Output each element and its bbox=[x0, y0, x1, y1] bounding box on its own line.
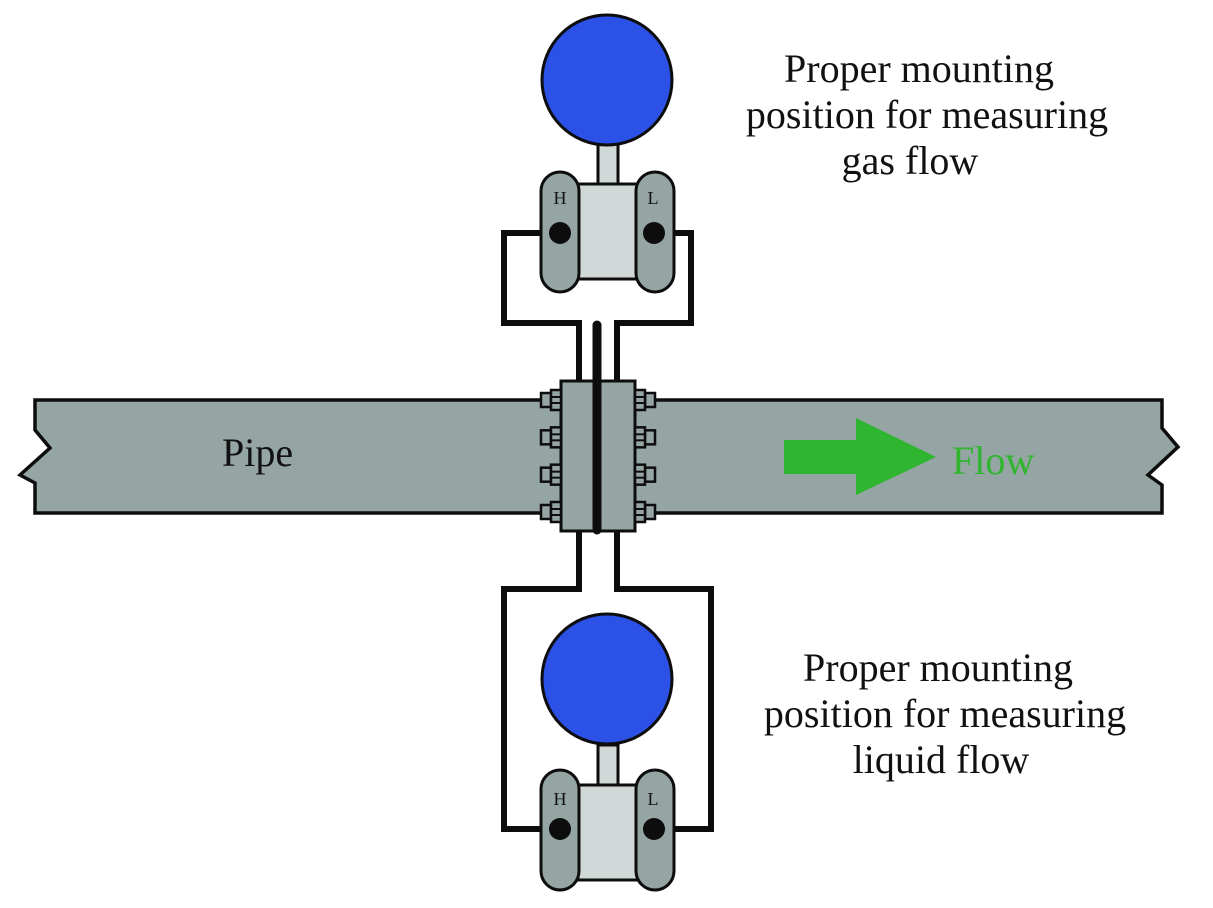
bolts-right bbox=[633, 388, 657, 524]
liquid-transmitter-head bbox=[540, 612, 674, 746]
gas-high-port bbox=[549, 222, 571, 244]
flow-label: Flow bbox=[952, 438, 1034, 483]
liquid-transmitter-neck bbox=[596, 743, 620, 792]
bolts-left bbox=[539, 388, 563, 524]
liquid-high-impulse-line bbox=[501, 528, 582, 832]
gas-transmitter-neck bbox=[596, 141, 620, 190]
liquid-low-impulse-line bbox=[614, 528, 714, 832]
liquid-high-port-label: H bbox=[554, 789, 567, 809]
liquid-high-port bbox=[549, 818, 571, 840]
gas-low-port-label: L bbox=[648, 188, 659, 208]
flange-bolt bbox=[633, 388, 657, 412]
flange-bolt bbox=[539, 426, 563, 449]
liquid-impulse-lines bbox=[501, 528, 714, 832]
liquid-caption-line-1: Proper mounting bbox=[803, 645, 1073, 690]
flange-bolt bbox=[539, 500, 563, 524]
flange-bolt bbox=[539, 463, 563, 486]
upstream-flange bbox=[559, 379, 599, 533]
liquid-transmitter-body bbox=[576, 783, 640, 882]
flange-bolt bbox=[633, 426, 657, 449]
flange-bolt bbox=[539, 388, 563, 412]
pipe-label: Pipe bbox=[222, 430, 293, 475]
liquid-caption-line-2: position for measuring bbox=[764, 691, 1126, 736]
liquid-low-port bbox=[643, 818, 665, 840]
flow-arrow-icon bbox=[784, 418, 936, 495]
gas-caption-line-2: position for measuring bbox=[746, 92, 1108, 137]
flange-bolt bbox=[633, 500, 657, 524]
liquid-caption: Proper mounting position for measuring l… bbox=[764, 645, 1136, 782]
liquid-low-port-label: L bbox=[648, 789, 659, 809]
gas-impulse-lines bbox=[501, 230, 694, 382]
gas-low-impulse-line bbox=[614, 230, 694, 382]
downstream-flange bbox=[595, 379, 637, 533]
gas-transmitter: H L bbox=[539, 13, 676, 294]
liquid-caption-line-3: liquid flow bbox=[853, 737, 1030, 782]
gas-high-port-label: H bbox=[554, 188, 567, 208]
gas-caption-line-1: Proper mounting bbox=[784, 46, 1054, 91]
liquid-transmitter: H L bbox=[539, 612, 676, 892]
flange-assembly bbox=[539, 320, 657, 535]
gas-caption: Proper mounting position for measuring g… bbox=[746, 46, 1118, 183]
gas-transmitter-head bbox=[540, 13, 674, 147]
gas-low-port bbox=[643, 222, 665, 244]
flange-bolt bbox=[633, 463, 657, 486]
gas-transmitter-body bbox=[576, 182, 640, 281]
gas-high-impulse-line bbox=[501, 230, 582, 382]
gas-caption-line-3: gas flow bbox=[842, 138, 979, 183]
